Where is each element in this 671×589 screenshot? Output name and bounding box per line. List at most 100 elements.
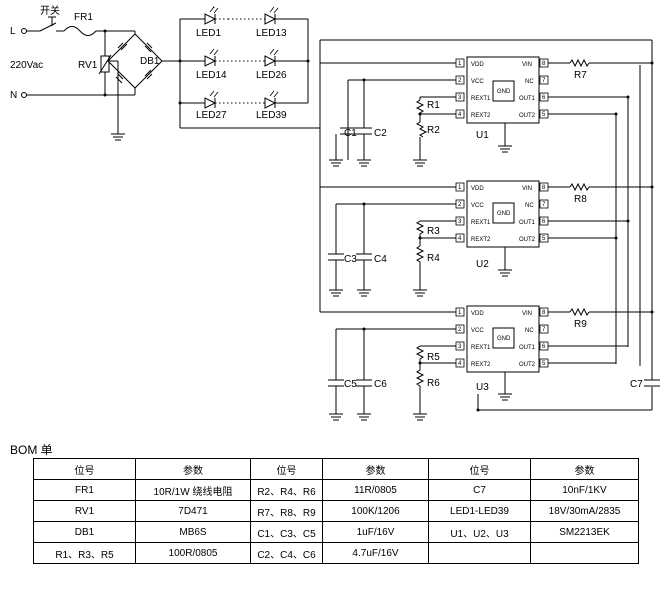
ac-input: L 开关 FR1 RV1 220Vac N bbox=[10, 4, 135, 101]
fuse-symbol bbox=[63, 26, 97, 36]
bom-cell: C2、C4、C6 bbox=[250, 542, 323, 564]
bom-header-row: 位号 参数 位号 参数 位号 参数 bbox=[33, 458, 639, 480]
svg-text:GND: GND bbox=[497, 211, 511, 217]
fuse-label: FR1 bbox=[74, 12, 93, 23]
switch-symbol bbox=[39, 16, 57, 32]
stage-u1: GND VDD VCC REXT1 REXT2 VIN NC OUT1 OUT2… bbox=[320, 56, 654, 167]
svg-text:2: 2 bbox=[458, 78, 462, 84]
svg-text:OUT2: OUT2 bbox=[519, 362, 536, 368]
bom-cell: C1、C3、C5 bbox=[250, 521, 323, 543]
svg-text:REXT2: REXT2 bbox=[471, 237, 491, 243]
bom-header-cell: 参数 bbox=[530, 458, 639, 480]
bom-table: 位号 参数 位号 参数 位号 参数 FR1 10R/1W 绕线电阻 R2、R4、… bbox=[33, 458, 639, 564]
svg-text:NC: NC bbox=[525, 328, 534, 334]
bom-cell: DB1 bbox=[33, 521, 136, 543]
r6-label: R6 bbox=[427, 378, 440, 389]
bom-cell: 7D471 bbox=[135, 500, 251, 522]
bom-cell: R2、R4、R6 bbox=[250, 479, 323, 501]
svg-text:7: 7 bbox=[542, 327, 546, 333]
svg-text:3: 3 bbox=[458, 344, 462, 350]
voltage-label: 220Vac bbox=[10, 60, 43, 71]
svg-text:4: 4 bbox=[458, 236, 462, 242]
bom-cell: R7、R8、R9 bbox=[250, 500, 323, 522]
svg-text:REXT1: REXT1 bbox=[471, 220, 491, 226]
svg-text:1: 1 bbox=[458, 310, 462, 316]
svg-text:8: 8 bbox=[542, 310, 546, 316]
varistor-symbol bbox=[98, 31, 112, 95]
bom-title: BOM 单 bbox=[10, 443, 53, 457]
r2-label: R2 bbox=[427, 125, 440, 136]
svg-text:GND: GND bbox=[497, 89, 511, 95]
led26-label: LED26 bbox=[256, 70, 287, 81]
bom-cell: U1、U2、U3 bbox=[428, 521, 531, 543]
svg-text:6: 6 bbox=[542, 219, 546, 225]
svg-text:2: 2 bbox=[458, 327, 462, 333]
r3-label: R3 bbox=[427, 226, 440, 237]
ground-symbol bbox=[111, 128, 125, 141]
svg-text:7: 7 bbox=[542, 202, 546, 208]
bom-cell: 11R/0805 bbox=[322, 479, 429, 501]
u1-label: U1 bbox=[476, 130, 489, 141]
c2-label: C2 bbox=[374, 128, 387, 139]
bom-cell: R1、R3、R5 bbox=[33, 542, 136, 564]
table-row: RV1 7D471 R7、R8、R9 100K/1206 LED1-LED39 … bbox=[33, 500, 639, 522]
svg-text:VIN: VIN bbox=[522, 186, 532, 192]
svg-text:5: 5 bbox=[542, 236, 546, 242]
bom-cell: 1uF/16V bbox=[322, 521, 429, 543]
r1-label: R1 bbox=[427, 100, 440, 111]
svg-text:OUT2: OUT2 bbox=[519, 237, 536, 243]
led39-label: LED39 bbox=[256, 110, 287, 121]
bridge-label: DB1 bbox=[140, 56, 160, 67]
svg-text:3: 3 bbox=[458, 95, 462, 101]
c5-label: C5 bbox=[344, 379, 357, 390]
svg-text:VCC: VCC bbox=[471, 328, 484, 334]
svg-text:VDD: VDD bbox=[471, 186, 484, 192]
svg-text:1: 1 bbox=[458, 61, 462, 67]
c3-label: C3 bbox=[344, 254, 357, 265]
r5-label: R5 bbox=[427, 352, 440, 363]
svg-text:NC: NC bbox=[525, 203, 534, 209]
bom-cell: MB6S bbox=[135, 521, 251, 543]
c6-label: C6 bbox=[374, 379, 387, 390]
stage-u2: GND VDD VCC REXT1 REXT2 VIN NC OUT1 OUT2… bbox=[319, 128, 654, 297]
svg-text:8: 8 bbox=[542, 61, 546, 67]
led1-label: LED1 bbox=[196, 28, 221, 39]
bom-cell: 10nF/1KV bbox=[530, 479, 639, 501]
svg-text:REXT2: REXT2 bbox=[471, 362, 491, 368]
switch-label: 开关 bbox=[40, 4, 60, 17]
r9-label: R9 bbox=[574, 319, 587, 330]
r4-label: R4 bbox=[427, 253, 440, 264]
c7-label: C7 bbox=[630, 379, 643, 390]
table-row: R1、R3、R5 100R/0805 C2、C4、C6 4.7uF/16V bbox=[33, 542, 639, 564]
svg-text:OUT2: OUT2 bbox=[519, 113, 536, 119]
svg-text:6: 6 bbox=[542, 95, 546, 101]
c4-label: C4 bbox=[374, 254, 387, 265]
bom-cell: 100K/1206 bbox=[322, 500, 429, 522]
bom-cell: 4.7uF/16V bbox=[322, 542, 429, 564]
bridge-rectifier bbox=[107, 31, 180, 128]
svg-text:1: 1 bbox=[458, 185, 462, 191]
bom-header-cell: 参数 bbox=[135, 458, 251, 480]
svg-text:5: 5 bbox=[542, 361, 546, 367]
bom-cell: 100R/0805 bbox=[135, 542, 251, 564]
svg-text:GND: GND bbox=[497, 336, 511, 342]
svg-text:4: 4 bbox=[458, 361, 462, 367]
led14-label: LED14 bbox=[196, 70, 227, 81]
svg-text:OUT1: OUT1 bbox=[519, 345, 536, 351]
line-label: L bbox=[10, 26, 16, 37]
led-strings: LED1 LED13 LED14 LED26 LED27 LED39 bbox=[178, 6, 321, 129]
svg-text:OUT1: OUT1 bbox=[519, 220, 536, 226]
svg-text:2: 2 bbox=[458, 202, 462, 208]
svg-text:7: 7 bbox=[542, 78, 546, 84]
svg-text:OUT1: OUT1 bbox=[519, 96, 536, 102]
svg-text:8: 8 bbox=[542, 185, 546, 191]
varistor-label: RV1 bbox=[78, 60, 98, 71]
bom-header-cell: 位号 bbox=[428, 458, 531, 480]
svg-text:5: 5 bbox=[542, 112, 546, 118]
svg-text:VIN: VIN bbox=[522, 62, 532, 68]
svg-text:4: 4 bbox=[458, 112, 462, 118]
bom-header-cell: 参数 bbox=[322, 458, 429, 480]
bom-cell: LED1-LED39 bbox=[428, 500, 531, 522]
bom-cell: RV1 bbox=[33, 500, 136, 522]
bom-cell: 10R/1W 绕线电阻 bbox=[135, 479, 251, 501]
